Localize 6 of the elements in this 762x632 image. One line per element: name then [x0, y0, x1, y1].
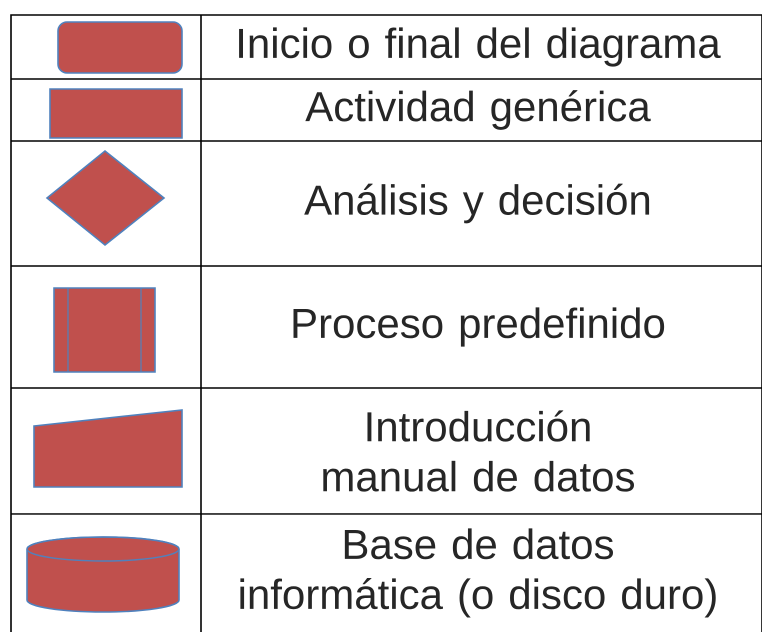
- legend-text: Actividad genérica: [305, 90, 651, 130]
- legend-text: Proceso predefinido: [294, 307, 664, 347]
- legend-text: Inicio o final del diagrama: [239, 27, 721, 67]
- legend-text: Base de datos informática (o disco duro): [240, 528, 716, 618]
- legend-text: Introducción manual de datos: [323, 410, 634, 492]
- legend-text: Análisis y decisión: [304, 184, 650, 224]
